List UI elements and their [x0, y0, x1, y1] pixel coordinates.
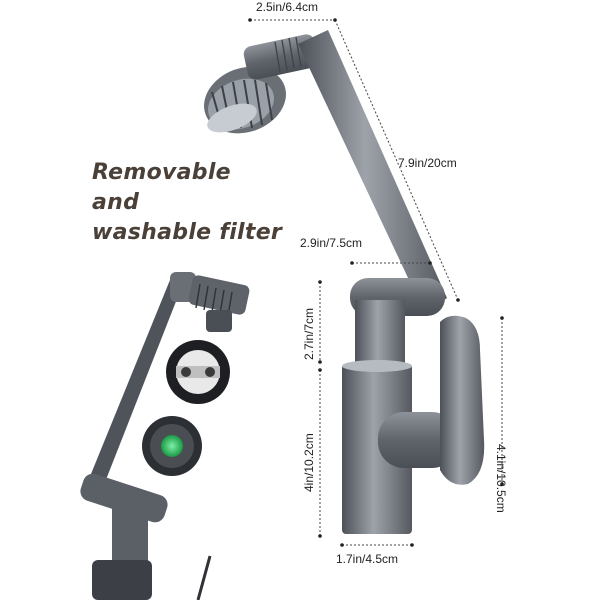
dimension-handle-height: 4.1in/10.5cm	[494, 444, 508, 513]
green-mesh-filter	[142, 416, 202, 476]
lever-housing	[378, 412, 458, 468]
faucet-body	[342, 364, 412, 534]
spray-head	[204, 66, 286, 134]
faucet-long-arm	[298, 30, 447, 314]
faucet-handle	[440, 315, 485, 485]
dimension-upper-body: 2.7in/7cm	[302, 307, 316, 360]
caption-line-2: and	[92, 190, 140, 215]
dimension-guides	[250, 19, 503, 546]
dimension-joint-offset: 2.9in/7.5cm	[300, 236, 363, 250]
caption-line-1: Removable	[92, 160, 231, 185]
dimension-arm-length: 7.9in/20cm	[398, 156, 457, 170]
caption-line-3: washable filter	[92, 220, 283, 245]
dimension-base-width: 1.7in/4.5cm	[336, 552, 399, 566]
inset-faucet-arm	[80, 272, 250, 600]
filter-cartridge	[166, 340, 230, 404]
dimension-endpoints	[248, 18, 504, 547]
dimension-lower-body: 4in/10.2cm	[302, 433, 316, 492]
faucet-upper-neck	[355, 300, 405, 370]
dimension-top-width: 2.5in/6.4cm	[256, 0, 319, 14]
